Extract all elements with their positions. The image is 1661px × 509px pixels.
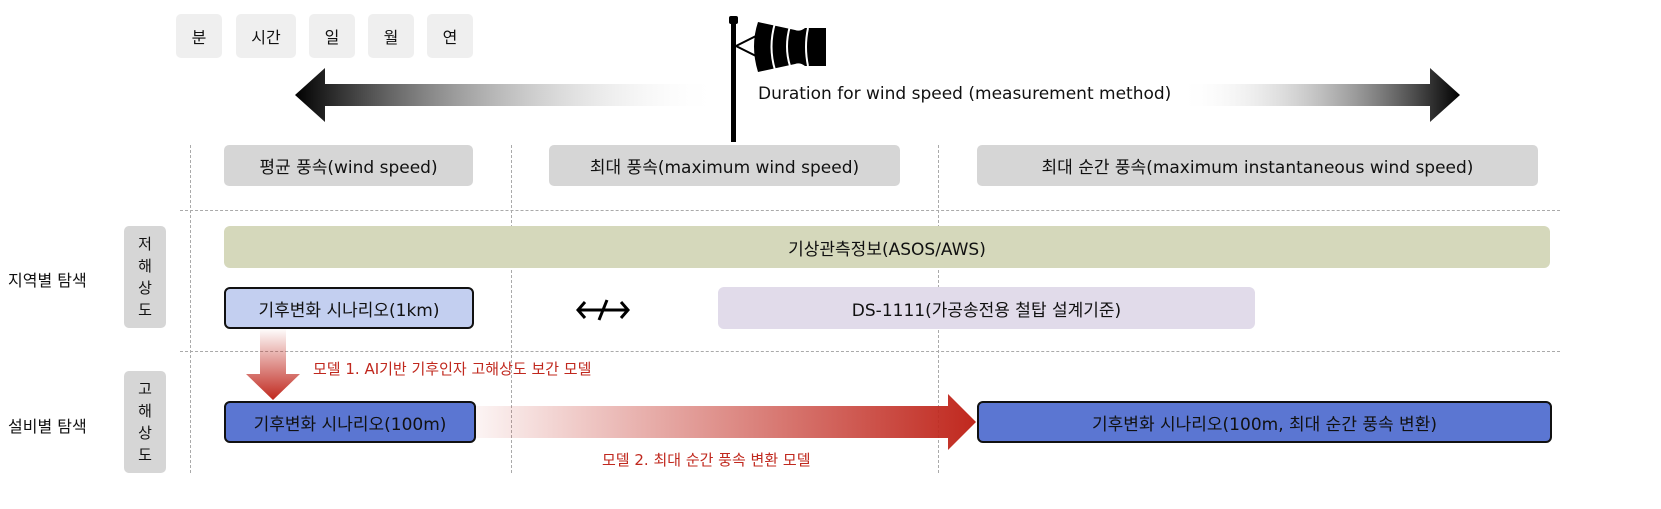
time-unit-minute[interactable]: 분 xyxy=(176,14,222,58)
windsock-icon xyxy=(729,16,826,142)
asos-box: 기상관측정보(ASOS/AWS) xyxy=(224,226,1550,268)
char: 해 xyxy=(138,402,152,420)
divider xyxy=(180,210,1560,211)
time-unit-hour[interactable]: 시간 xyxy=(236,14,296,58)
char: 상 xyxy=(138,279,152,297)
category-max-wind-speed: 최대 풍속(maximum wind speed) xyxy=(549,145,900,186)
char: 해 xyxy=(138,257,152,275)
model-2-label: 모델 2. 최대 순간 풍속 변환 모델 xyxy=(602,451,811,469)
time-unit-month[interactable]: 월 xyxy=(368,14,414,58)
duration-arrows xyxy=(295,68,1460,122)
char: 도 xyxy=(138,446,152,464)
left-arrow xyxy=(295,68,720,122)
down-arrow-icon xyxy=(246,328,300,400)
scenario-100m-max-box: 기후변화 시나리오(100m, 최대 순간 풍속 변환) xyxy=(977,401,1552,443)
scenario-100m-box: 기후변화 시나리오(100m) xyxy=(224,401,476,443)
divider xyxy=(511,145,512,473)
char: 상 xyxy=(138,424,152,442)
category-max-instantaneous: 최대 순간 풍속(maximum instantaneous wind spee… xyxy=(977,145,1538,186)
char: 도 xyxy=(138,301,152,319)
model-1-label: 모델 1. AI기반 기후인자 고해상도 보간 모델 xyxy=(313,360,592,378)
category-wind-speed: 평균 풍속(wind speed) xyxy=(224,145,473,186)
right-arrow-icon xyxy=(476,394,976,450)
ds-standard-box: DS-1111(가공송전용 철탑 설계기준) xyxy=(718,287,1255,329)
row-label-regional: 지역별 탐색 xyxy=(8,271,87,290)
char: 저 xyxy=(138,235,152,253)
char: 고 xyxy=(138,380,152,398)
divider xyxy=(180,351,1560,352)
time-unit-day[interactable]: 일 xyxy=(309,14,355,58)
divider xyxy=(190,145,191,473)
not-equivalent-icon xyxy=(576,299,630,321)
scenario-1km-box: 기후변화 시나리오(1km) xyxy=(224,287,474,329)
right-arrow xyxy=(1180,68,1460,122)
duration-label: Duration for wind speed (measurement met… xyxy=(758,84,1172,104)
row-label-facility: 설비별 탐색 xyxy=(8,417,87,436)
time-unit-year[interactable]: 연 xyxy=(427,14,473,58)
